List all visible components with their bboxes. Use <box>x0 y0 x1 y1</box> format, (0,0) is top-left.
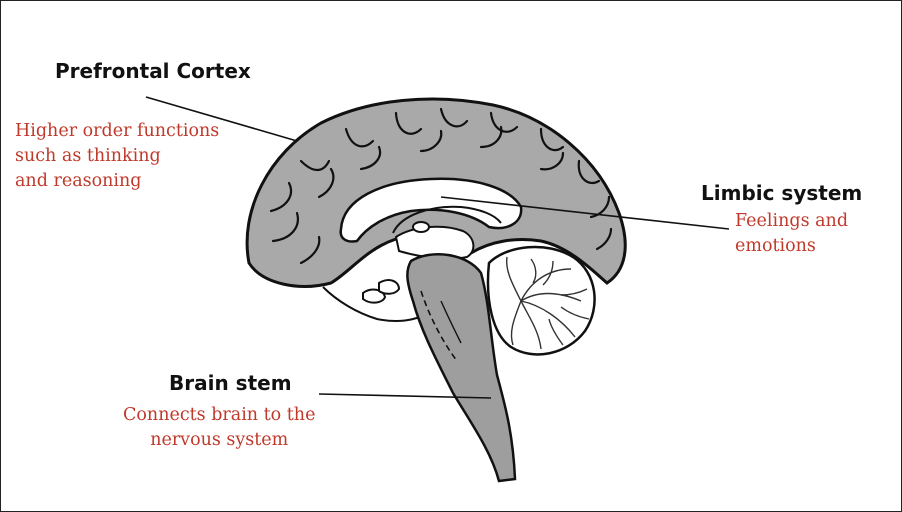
brainstem-desc-line-1: Connects brain to the <box>123 405 316 425</box>
prefrontal-desc-line-1: Higher order functions <box>15 121 220 141</box>
medulla-line <box>440 300 462 344</box>
limbic-desc-line-1: Feelings and <box>735 211 849 231</box>
limbic-desc-line-2: emotions <box>735 236 816 256</box>
brain-stem-shape <box>406 253 517 483</box>
prefrontal-desc-line-3: and reasoning <box>15 171 142 191</box>
limbic-leader-line <box>440 196 730 230</box>
prefrontal-cortex-title: Prefrontal Cortex <box>55 59 251 83</box>
brain-stem-title: Brain stem <box>169 371 292 395</box>
small-structure-1 <box>362 288 387 304</box>
prefrontal-leader-line <box>145 96 298 142</box>
brainstem-leader-line <box>318 393 492 399</box>
thalamus-nucleus <box>412 221 430 233</box>
brainstem-desc-line-2: nervous system <box>150 430 289 450</box>
cortex-folds <box>269 107 613 265</box>
cerebellum-folia <box>506 256 590 350</box>
small-structure-2 <box>378 279 401 295</box>
limbic-system-title: Limbic system <box>701 181 863 205</box>
limbic-system-description: Feelings and emotions <box>735 209 848 259</box>
prefrontal-cortex-description: Higher order functions such as thinking … <box>15 119 219 194</box>
fornix <box>392 205 502 234</box>
prefrontal-desc-line-2: such as thinking <box>15 146 161 166</box>
corpus-callosum <box>339 177 523 243</box>
pons-line <box>420 290 458 362</box>
temporal-base <box>322 286 428 322</box>
brain-stem-description: Connects brain to the nervous system <box>123 403 315 453</box>
cerebellum <box>486 245 596 356</box>
